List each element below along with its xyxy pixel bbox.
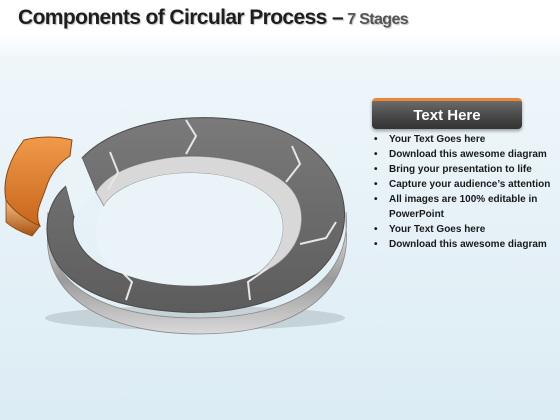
title-bar: Components of Circular Process –7 Stages xyxy=(0,0,560,36)
bullet-item: Bring your presentation to life xyxy=(370,162,552,177)
text-header-label: Text Here xyxy=(413,106,481,124)
bullet-item: All images are 100% editable in PowerPoi… xyxy=(370,192,552,222)
divider-4 xyxy=(299,221,337,245)
ring-outer-side xyxy=(47,211,347,335)
divider-5 xyxy=(246,267,269,301)
highlighted-stage-segment xyxy=(4,136,73,237)
bullet-item: Your Text Goes here xyxy=(370,132,552,147)
divider-3 xyxy=(285,145,302,183)
divider-1 xyxy=(107,151,120,191)
slide-title: Components of Circular Process –7 Stages xyxy=(18,6,409,30)
title-subtitle: 7 Stages xyxy=(347,11,409,28)
text-header-box: Text Here xyxy=(372,98,522,129)
bullet-item: Your Text Goes here xyxy=(370,222,552,237)
bullet-item: Capture your audience’s attention xyxy=(370,177,552,192)
ring-gap xyxy=(62,158,96,216)
orange-segment-face xyxy=(4,136,73,227)
bullet-item: Download this awesome diagram xyxy=(370,237,552,252)
bullet-list: Your Text Goes here Download this awesom… xyxy=(370,132,552,252)
title-main: Components of Circular Process – xyxy=(18,6,344,29)
ring-center-hole xyxy=(96,173,283,286)
bullet-item: Download this awesome diagram xyxy=(370,147,552,162)
divider-2 xyxy=(185,119,198,155)
